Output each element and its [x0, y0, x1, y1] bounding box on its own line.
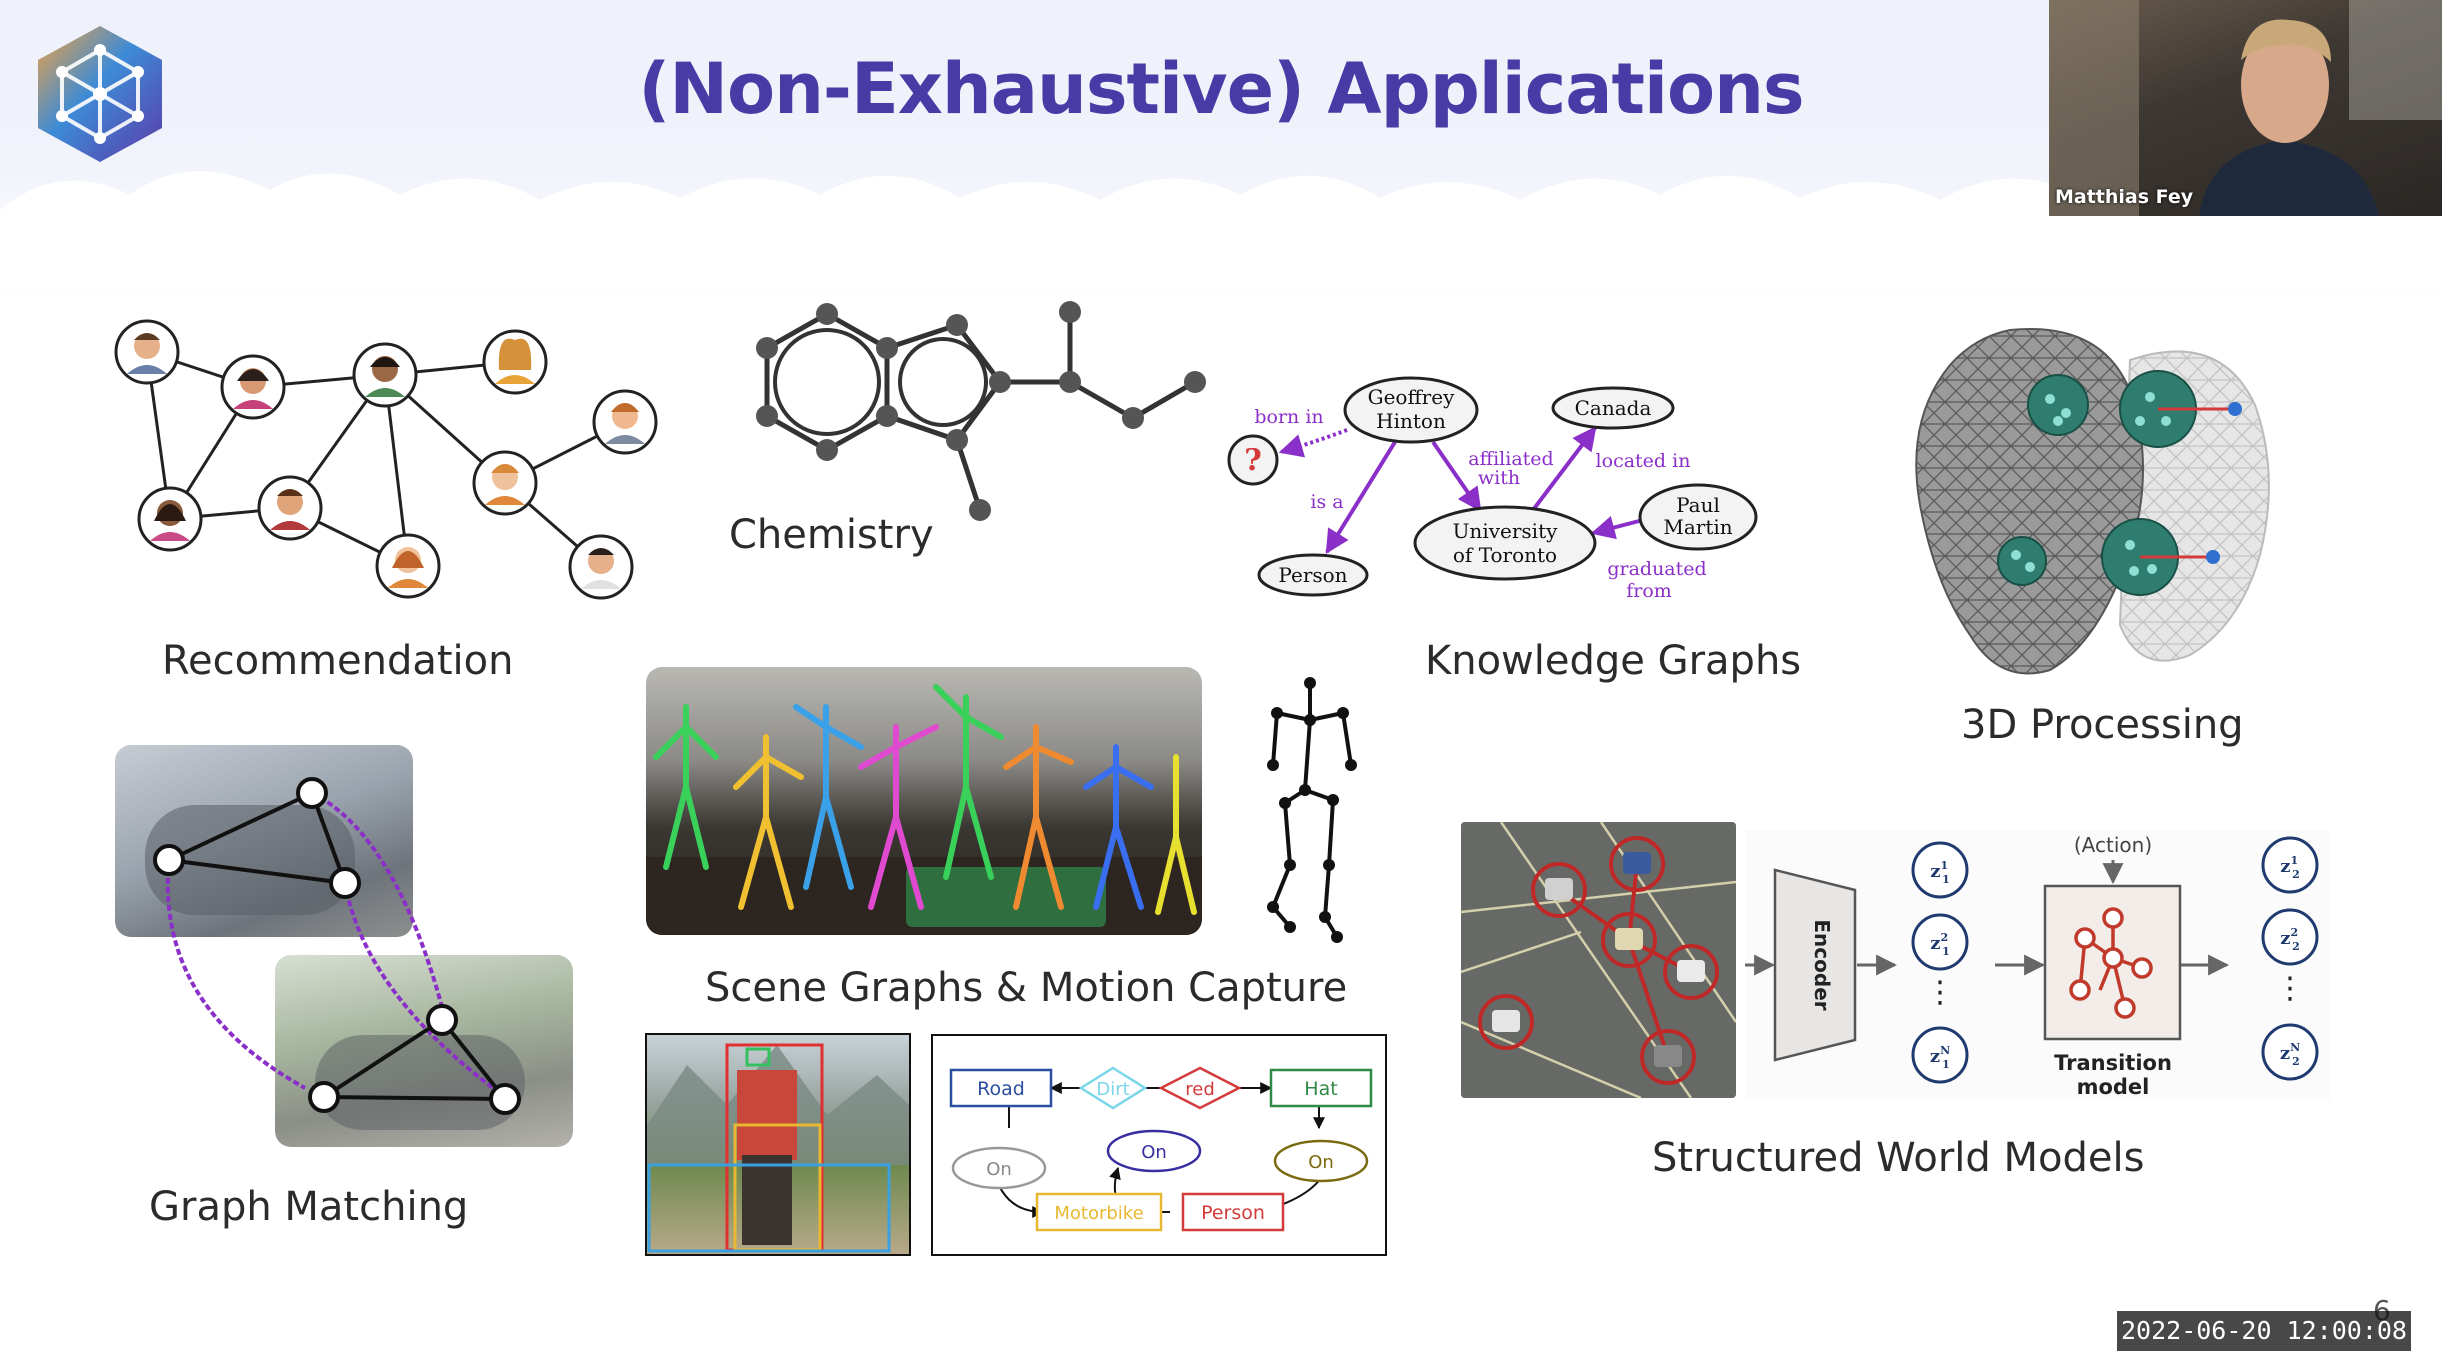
scene-node-red: red	[1185, 1079, 1215, 1100]
skeleton-graph	[1267, 677, 1357, 943]
latent-dots-right: ⋮	[2275, 971, 2305, 1006]
recording-timestamp: 2022-06-20 12:00:08	[2117, 1311, 2411, 1351]
caption-3d-processing: 3D Processing	[1961, 702, 2244, 748]
kg-node-toronto-line2: of Toronto	[1453, 543, 1557, 567]
kg-node-paul-line2: Martin	[1663, 515, 1732, 539]
kg-edge-affiliated-line1: affiliated	[1468, 448, 1553, 470]
scene-detection-photo	[645, 1033, 911, 1256]
motorcycle-photo-bottom	[275, 955, 573, 1147]
pyg-logo	[38, 26, 162, 162]
kg-edge-graduated-line1: graduated	[1607, 558, 1706, 580]
participant-name: Matthias Fey	[2055, 186, 2194, 208]
scene-node-on-right: On	[1308, 1152, 1334, 1173]
3d-head-meshes	[1915, 328, 2270, 675]
svg-text:z22: z22	[2280, 926, 2300, 953]
action-label: (Action)	[2074, 833, 2152, 857]
scene-node-on-mid: On	[1141, 1142, 1167, 1163]
kg-edge-affiliated-line2: with	[1478, 467, 1520, 489]
caption-knowledge-graphs: Knowledge Graphs	[1425, 638, 1802, 684]
svg-text:z12: z12	[2280, 854, 2300, 881]
caption-world-models: Structured World Models	[1652, 1135, 2145, 1181]
latent-dots-left: ⋮	[1925, 975, 1955, 1010]
encoder-label: Encoder	[1810, 919, 1834, 1010]
kg-node-toronto-line1: University	[1453, 519, 1559, 543]
kg-node-canada: Canada	[1575, 396, 1652, 420]
chemistry-molecule	[756, 301, 1206, 521]
caption-graph-matching: Graph Matching	[149, 1184, 469, 1230]
caption-chemistry: Chemistry	[729, 512, 934, 558]
traffic-aerial-photo	[1461, 822, 1736, 1098]
caption-recommendation: Recommendation	[162, 638, 514, 684]
scene-node-road: Road	[977, 1078, 1025, 1100]
transition-model-line1: Transition	[2054, 1051, 2172, 1075]
kg-edge-is-a: is a	[1310, 491, 1343, 513]
svg-text:zN1: zN1	[1930, 1044, 1950, 1071]
kg-node-person: Person	[1278, 563, 1347, 587]
graph-matching-overlay	[153, 777, 521, 1115]
scene-node-dirt: Dirt	[1096, 1079, 1129, 1100]
kg-edge-located-in: located in	[1596, 450, 1691, 472]
cloud-decoration	[0, 171, 2442, 290]
caption-scene-graphs: Scene Graphs & Motion Capture	[705, 965, 1348, 1011]
kg-edge-graduated-line2: from	[1626, 580, 1672, 602]
svg-text:z21: z21	[1930, 931, 1950, 958]
kg-node-hinton-line2: Hinton	[1376, 409, 1446, 433]
scene-node-motorbike: Motorbike	[1054, 1203, 1143, 1224]
kg-edge-born-in: born in	[1254, 406, 1323, 428]
kg-node-unknown: ?	[1244, 443, 1262, 478]
svg-text:z11: z11	[1930, 859, 1950, 886]
recommendation-graph	[114, 319, 658, 600]
knowledge-graph: Geoffrey Hinton ? Person University of T…	[1227, 376, 1758, 602]
scene-node-person: Person	[1201, 1202, 1265, 1224]
webcam-video-tile[interactable]: Matthias Fey	[2049, 0, 2442, 216]
slide-title: (Non-Exhaustive) Applications	[638, 48, 1804, 130]
transition-model-line2: model	[2077, 1075, 2150, 1099]
scene-node-on-left: On	[986, 1159, 1012, 1180]
svg-text:zN2: zN2	[2280, 1041, 2300, 1068]
kg-node-paul-line1: Paul	[1676, 493, 1720, 517]
webcam-video-frame	[2049, 0, 2442, 216]
kg-node-hinton-line1: Geoffrey	[1368, 385, 1455, 409]
scene-node-hat: Hat	[1304, 1078, 1337, 1100]
pose-estimation-photo	[646, 667, 1202, 935]
motorcycle-photo-top	[115, 745, 413, 937]
person-avatar-nodes	[114, 319, 658, 600]
scene-graph-diagram: Road Dirt red Hat On On On Motorbike Per…	[931, 1034, 1387, 1256]
